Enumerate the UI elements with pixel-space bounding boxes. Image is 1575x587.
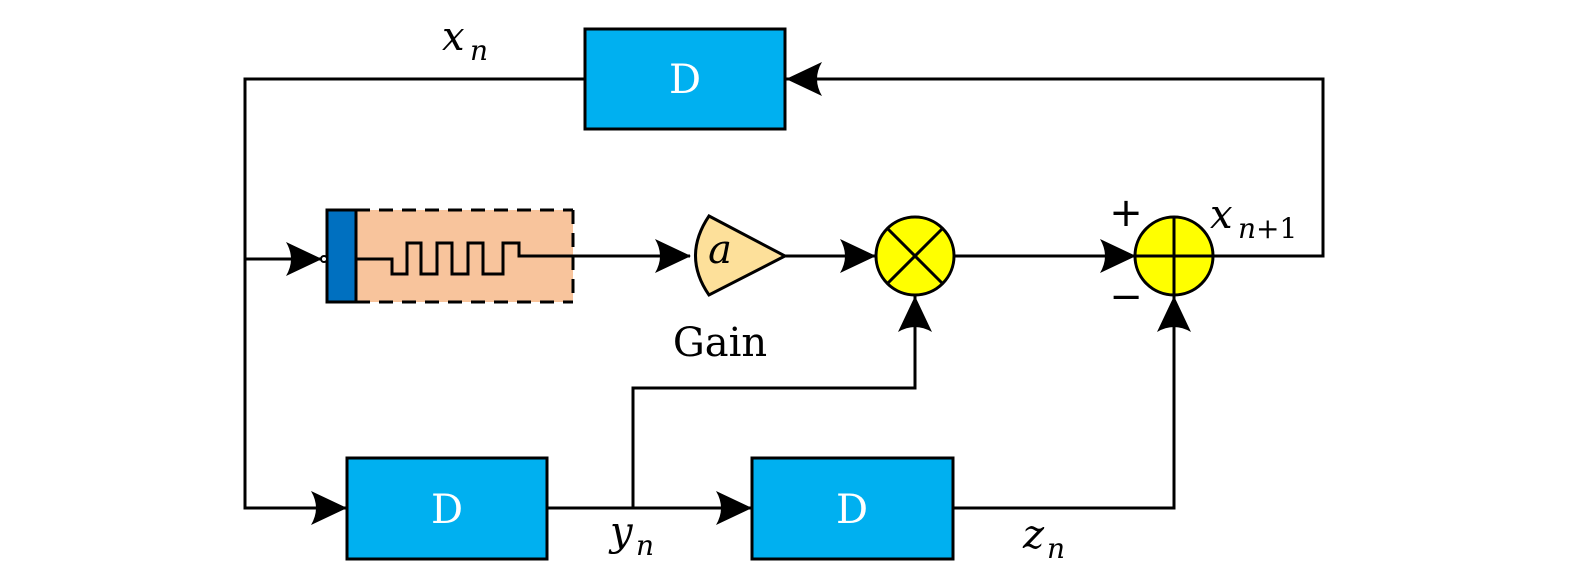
label-y-n: y n <box>608 509 654 562</box>
wire-top-delay-to-left-rail <box>243 77 585 510</box>
delay-block-bottom-left: D <box>345 456 549 561</box>
pulse-train-icon <box>356 241 573 276</box>
label-y-n-base: y <box>608 509 634 555</box>
label-z-n-sub: n <box>1047 532 1065 565</box>
arrowhead-into-multiplier-bottom <box>898 296 932 332</box>
label-x-n-plus-1: x n +1 <box>1210 192 1297 245</box>
arrowhead-into-summer-left <box>1100 239 1136 273</box>
arrowhead-into-top-delay <box>786 62 822 96</box>
sampler-bar <box>325 208 358 304</box>
wire-feedback-to-top-delay <box>786 77 1325 258</box>
wire-yn-to-multiplier <box>631 296 917 508</box>
multiplier-junction <box>874 215 956 297</box>
arrowhead-into-gain <box>655 239 691 273</box>
delay-block-bottom-left-label: D <box>431 487 463 533</box>
label-x-n1-sub-var: n <box>1238 212 1256 245</box>
sampler-block <box>320 208 575 304</box>
delay-block-top-label: D <box>669 57 701 103</box>
gain-shape <box>694 214 789 297</box>
label-x-n-base: x <box>442 14 465 60</box>
delay-block-bottom-right-label: D <box>836 487 868 533</box>
wire-zn-to-summer <box>953 296 1176 510</box>
label-z-n-base: z <box>1022 512 1045 558</box>
delay-block-bottom-right: D <box>750 456 955 561</box>
minus-sign: − <box>1109 274 1143 320</box>
arrowhead-into-multiplier-left <box>840 239 876 273</box>
gain-block[interactable]: a <box>694 214 789 297</box>
label-y-n-sub: n <box>636 529 654 562</box>
sampler-input-node <box>320 255 328 263</box>
sum-icon <box>1135 217 1213 295</box>
arrowhead-into-bottom-right-delay <box>716 491 752 525</box>
gain-caption: Gain <box>673 320 767 366</box>
label-x-n-sub: n <box>470 34 488 67</box>
arrowhead-into-bottom-left-delay <box>311 491 347 525</box>
delay-block-top: D <box>583 27 787 131</box>
arrowhead-into-summer-bottom <box>1157 296 1191 332</box>
label-x-n1-sub-rest: +1 <box>1256 212 1297 245</box>
label-z-n: z n <box>1022 512 1065 565</box>
gain-symbol: a <box>708 227 732 273</box>
summing-junction <box>1133 215 1215 297</box>
label-x-n1-base: x <box>1210 192 1233 238</box>
multiply-icon <box>886 227 944 285</box>
label-x-n: x n <box>442 14 488 67</box>
arrowhead-into-sampler <box>286 242 322 276</box>
plus-sign: + <box>1109 190 1143 236</box>
